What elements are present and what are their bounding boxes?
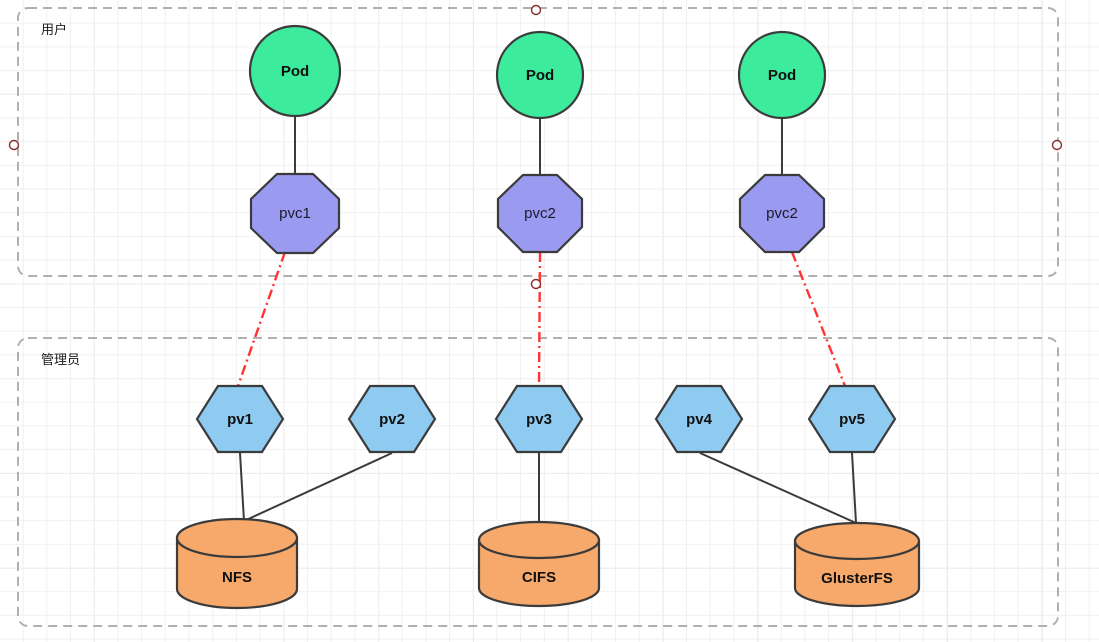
pv-label: pv2 xyxy=(379,411,405,428)
storage-label: CIFS xyxy=(522,569,556,586)
pvc-label: pvc2 xyxy=(524,205,556,222)
pvc-shape[interactable] xyxy=(496,173,584,254)
pvc-node-3[interactable]: pvc2 xyxy=(738,173,826,254)
storage-node-nfs[interactable]: NFS xyxy=(175,517,299,610)
edge-pvc1-pv1[interactable] xyxy=(236,251,287,387)
edge-pvc2-pv3[interactable] xyxy=(537,251,542,387)
pvc-node-2[interactable]: pvc2 xyxy=(496,173,584,254)
storage-label: NFS xyxy=(222,569,252,586)
pv-label: pv1 xyxy=(227,411,253,428)
pv-shape[interactable] xyxy=(654,384,744,454)
storage-node-glusterfs[interactable]: GlusterFS xyxy=(793,521,921,608)
pvc-node-1[interactable]: pvc1 xyxy=(249,172,341,255)
pod-shape[interactable] xyxy=(495,30,585,120)
top-handle-icon[interactable] xyxy=(530,4,542,16)
pv-label: pv3 xyxy=(526,411,552,428)
pod-node-3[interactable]: Pod xyxy=(737,30,827,120)
bottom-handle-icon[interactable] xyxy=(530,278,542,290)
group-admin-border[interactable] xyxy=(17,337,1059,627)
pod-node-2[interactable]: Pod xyxy=(495,30,585,120)
group-user-label: 用户 xyxy=(41,22,67,38)
edge-pv1-nfs[interactable] xyxy=(239,452,245,522)
pv-shape[interactable] xyxy=(347,384,437,454)
edge-pv2-nfs[interactable] xyxy=(243,452,393,522)
pod-shape[interactable] xyxy=(737,30,827,120)
pvc-shape[interactable] xyxy=(249,172,341,255)
storage-cylinder-top[interactable] xyxy=(477,520,601,560)
edge-pv5-glusterfs[interactable] xyxy=(851,452,857,524)
pvc-label: pvc2 xyxy=(766,205,798,222)
pv-node-4[interactable]: pv4 xyxy=(654,384,744,454)
edge-pv4-glusterfs[interactable] xyxy=(699,452,857,524)
pvc-shape[interactable] xyxy=(738,173,826,254)
left-handle-icon[interactable] xyxy=(8,139,20,151)
right-handle-icon[interactable] xyxy=(1051,139,1063,151)
pv-node-1[interactable]: pv1 xyxy=(195,384,285,454)
pod-node-1[interactable]: Pod xyxy=(248,24,342,118)
edge-layer xyxy=(236,116,857,524)
pv-node-5[interactable]: pv5 xyxy=(807,384,897,454)
pod-label: Pod xyxy=(281,63,309,80)
pv-node-2[interactable]: pv2 xyxy=(347,384,437,454)
pv-label: pv4 xyxy=(686,411,713,428)
pv-shape[interactable] xyxy=(195,384,285,454)
group-admin[interactable]: 管理员 xyxy=(17,337,1059,627)
pod-label: Pod xyxy=(768,67,796,84)
storage-cylinder-top[interactable] xyxy=(793,521,921,561)
edge-pvc2-pv5[interactable] xyxy=(790,251,847,387)
pv-label: pv5 xyxy=(839,411,865,428)
storage-label: GlusterFS xyxy=(821,570,893,587)
handle-layer[interactable] xyxy=(8,4,1063,290)
storage-cylinder-top[interactable] xyxy=(175,517,299,559)
group-admin-label: 管理员 xyxy=(41,353,80,368)
storage-node-cifs[interactable]: CIFS xyxy=(477,520,601,608)
pv-shape[interactable] xyxy=(494,384,584,454)
pod-shape[interactable] xyxy=(248,24,342,118)
pv-shape[interactable] xyxy=(807,384,897,454)
pvc-label: pvc1 xyxy=(279,205,311,222)
pv-node-3[interactable]: pv3 xyxy=(494,384,584,454)
pod-label: Pod xyxy=(526,67,554,84)
